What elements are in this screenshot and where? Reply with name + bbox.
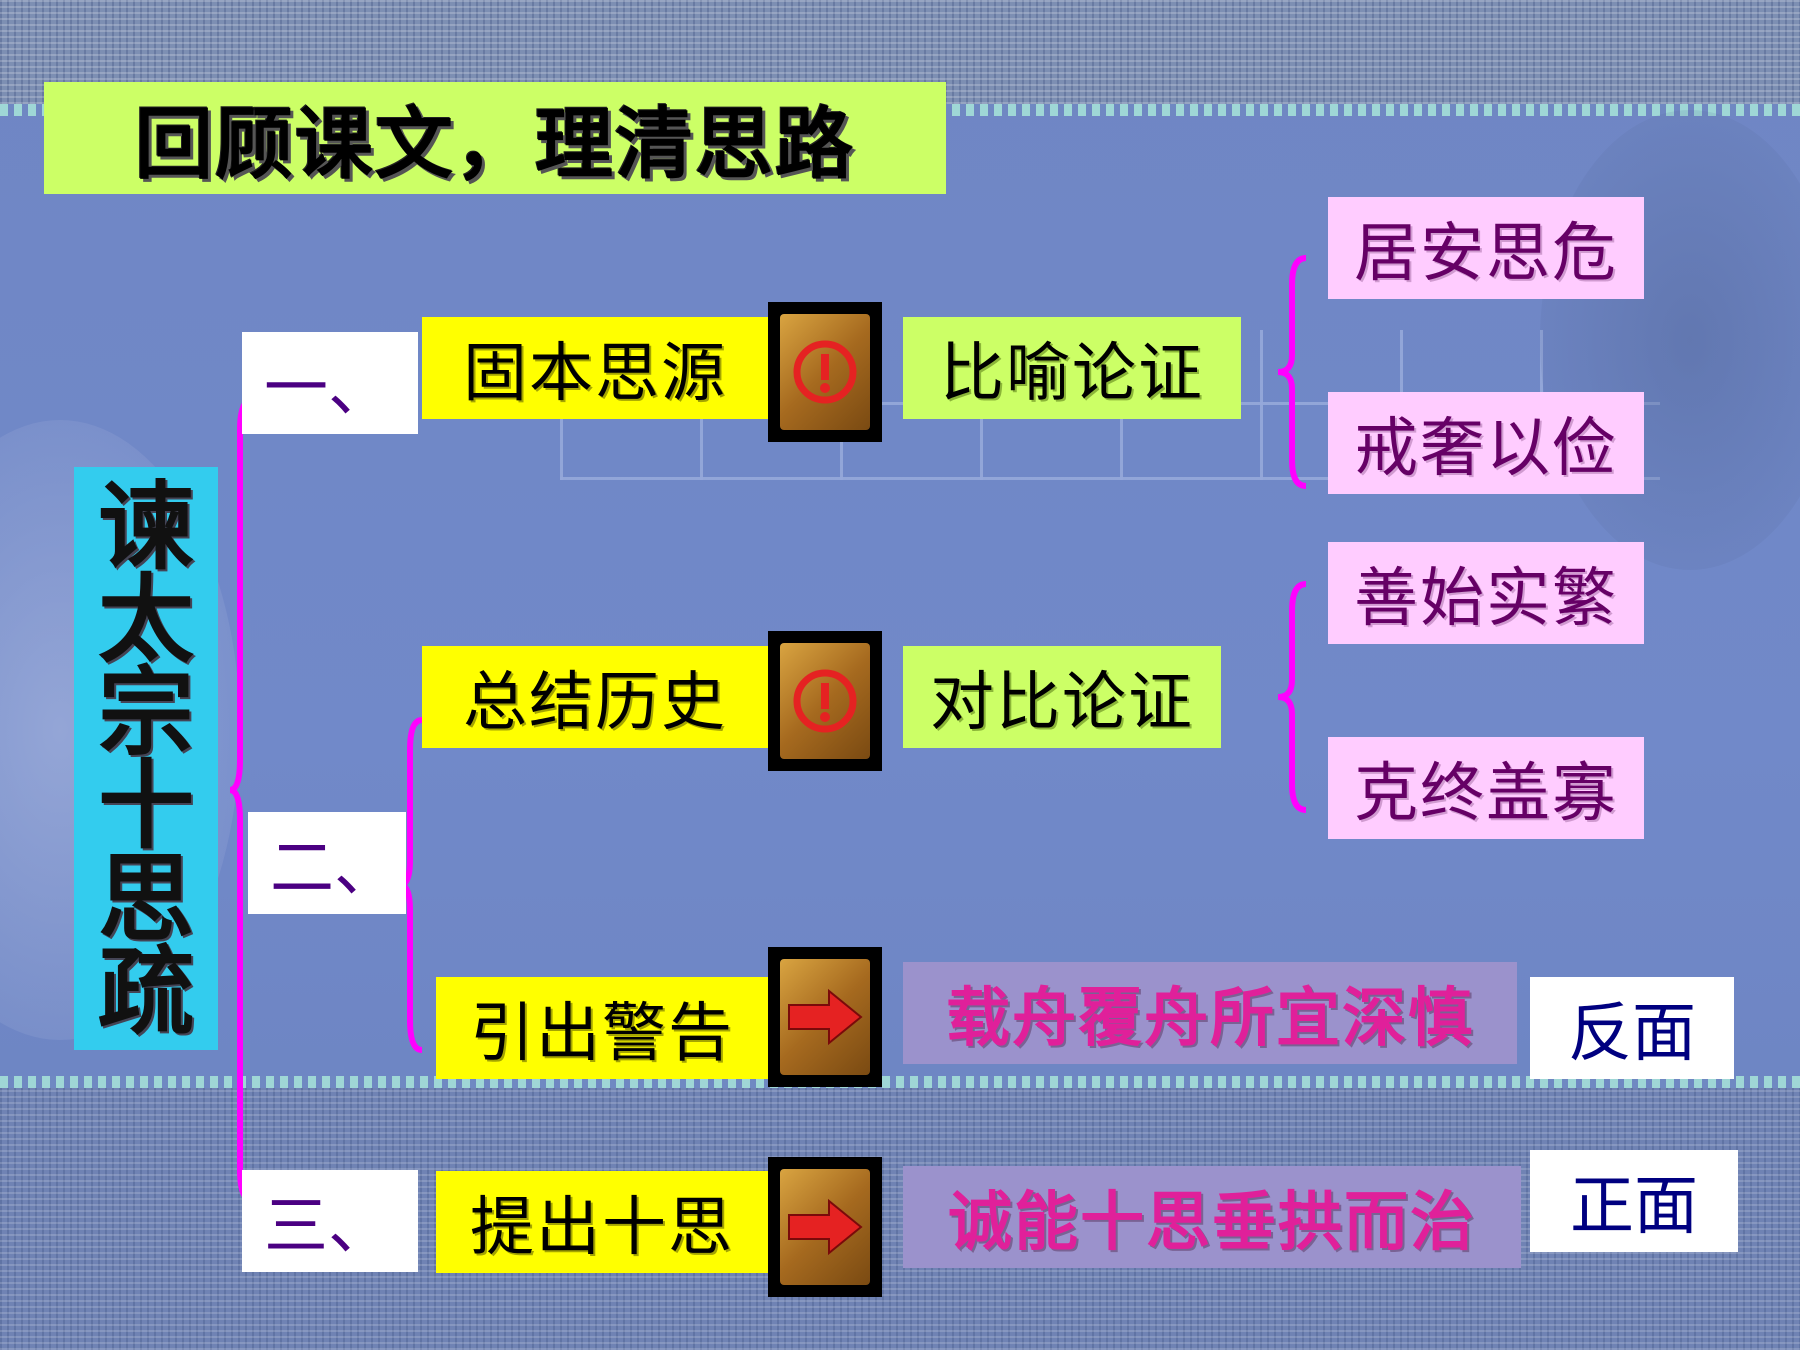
main-topic-char: 疏	[98, 934, 194, 1048]
main-topic-char: 思	[98, 841, 194, 955]
result-ten-thoughts: 诚能十思垂拱而治	[903, 1166, 1521, 1268]
section-two-label-history: 总结历史	[422, 646, 768, 748]
result-warning: 载舟覆舟所宜深慎	[903, 962, 1517, 1064]
method-two-brace	[1277, 581, 1307, 813]
point-box: 居安思危	[1328, 197, 1644, 299]
section-number-two: 二、	[248, 812, 406, 914]
point-box: 善始实繁	[1328, 542, 1644, 644]
main-topic-char: 谏	[98, 469, 194, 583]
arrow-right-icon	[768, 1157, 882, 1297]
exclamation-icon	[768, 302, 882, 442]
method-metaphor-argument: 比喻论证	[903, 317, 1241, 419]
main-topic-char: 太	[98, 562, 194, 676]
section-number-one: 一、	[242, 332, 418, 434]
side-label-positive: 正面	[1530, 1150, 1738, 1252]
method-contrast-argument: 对比论证	[903, 646, 1221, 748]
side-label-negative: 反面	[1530, 977, 1734, 1079]
main-topic-char: 十	[98, 748, 194, 862]
section-number-three: 三、	[242, 1170, 418, 1272]
method-one-brace	[1277, 255, 1307, 489]
point-box: 戒奢以俭	[1328, 392, 1644, 494]
section-three-label: 提出十思	[436, 1171, 768, 1273]
arrow-right-icon	[768, 947, 882, 1087]
main-topic-vertical: 谏 太 宗 十 思 疏	[74, 467, 218, 1050]
main-topic-char: 宗	[98, 655, 194, 769]
exclamation-icon	[768, 631, 882, 771]
section-one-label: 固本思源	[422, 317, 768, 419]
bottom-band-edge	[0, 1076, 1800, 1088]
slide-title: 回顾课文，理清思路	[44, 82, 946, 194]
main-brace	[229, 397, 253, 1203]
point-box: 克终盖寡	[1328, 737, 1644, 839]
section-two-label-warning: 引出警告	[436, 977, 768, 1079]
